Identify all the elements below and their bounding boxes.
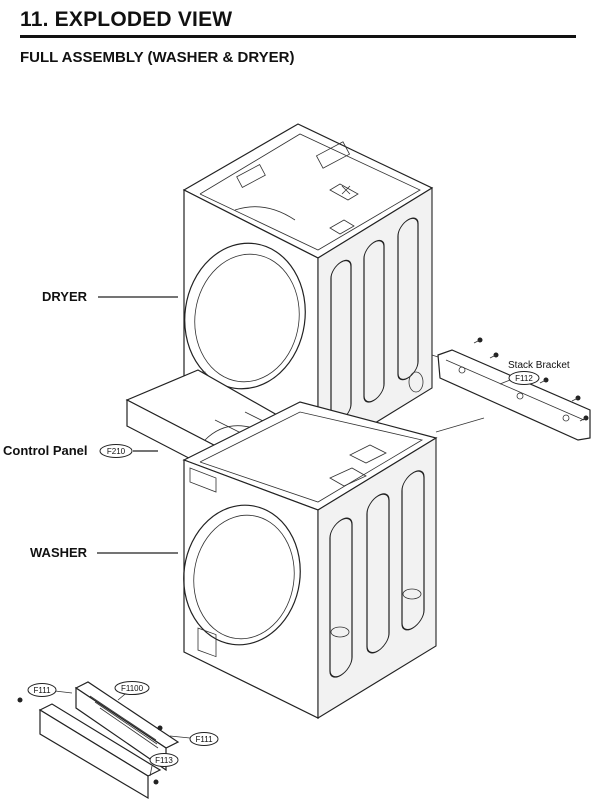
washer-unit (182, 401, 438, 719)
control-panel-label: Control Panel (3, 443, 88, 458)
svg-text:F111: F111 (195, 735, 213, 744)
svg-text:F210: F210 (107, 447, 126, 456)
svg-text:F112: F112 (515, 374, 533, 383)
part-tag-pcb: F1100 (114, 681, 150, 695)
svg-text:F1100: F1100 (121, 684, 144, 693)
pcb-part (74, 681, 180, 772)
part-tag-stack-bracket: F112 (508, 371, 540, 385)
part-tag-control-panel: F210 (99, 444, 133, 458)
screw-icon (473, 337, 589, 422)
dryer-label: DRYER (42, 289, 88, 304)
diagram-subtitle: FULL ASSEMBLY (WASHER & DRYER) (20, 49, 295, 66)
part-tag-kick-plate: F113 (149, 753, 179, 767)
stack-bracket-part (431, 337, 591, 441)
washer-label: WASHER (30, 545, 88, 560)
part-tag-screw-left: F111 (27, 683, 57, 697)
kick-plate-screw-icon (17, 697, 163, 785)
title-rule (20, 35, 576, 38)
kick-plate-part (38, 703, 162, 800)
section-title: 11. EXPLODED VIEW (20, 8, 233, 31)
part-tag-screw-right: F111 (189, 732, 219, 746)
stack-bracket-label: Stack Bracket (508, 360, 570, 371)
svg-text:F111: F111 (33, 686, 51, 695)
svg-text:F113: F113 (155, 756, 173, 765)
